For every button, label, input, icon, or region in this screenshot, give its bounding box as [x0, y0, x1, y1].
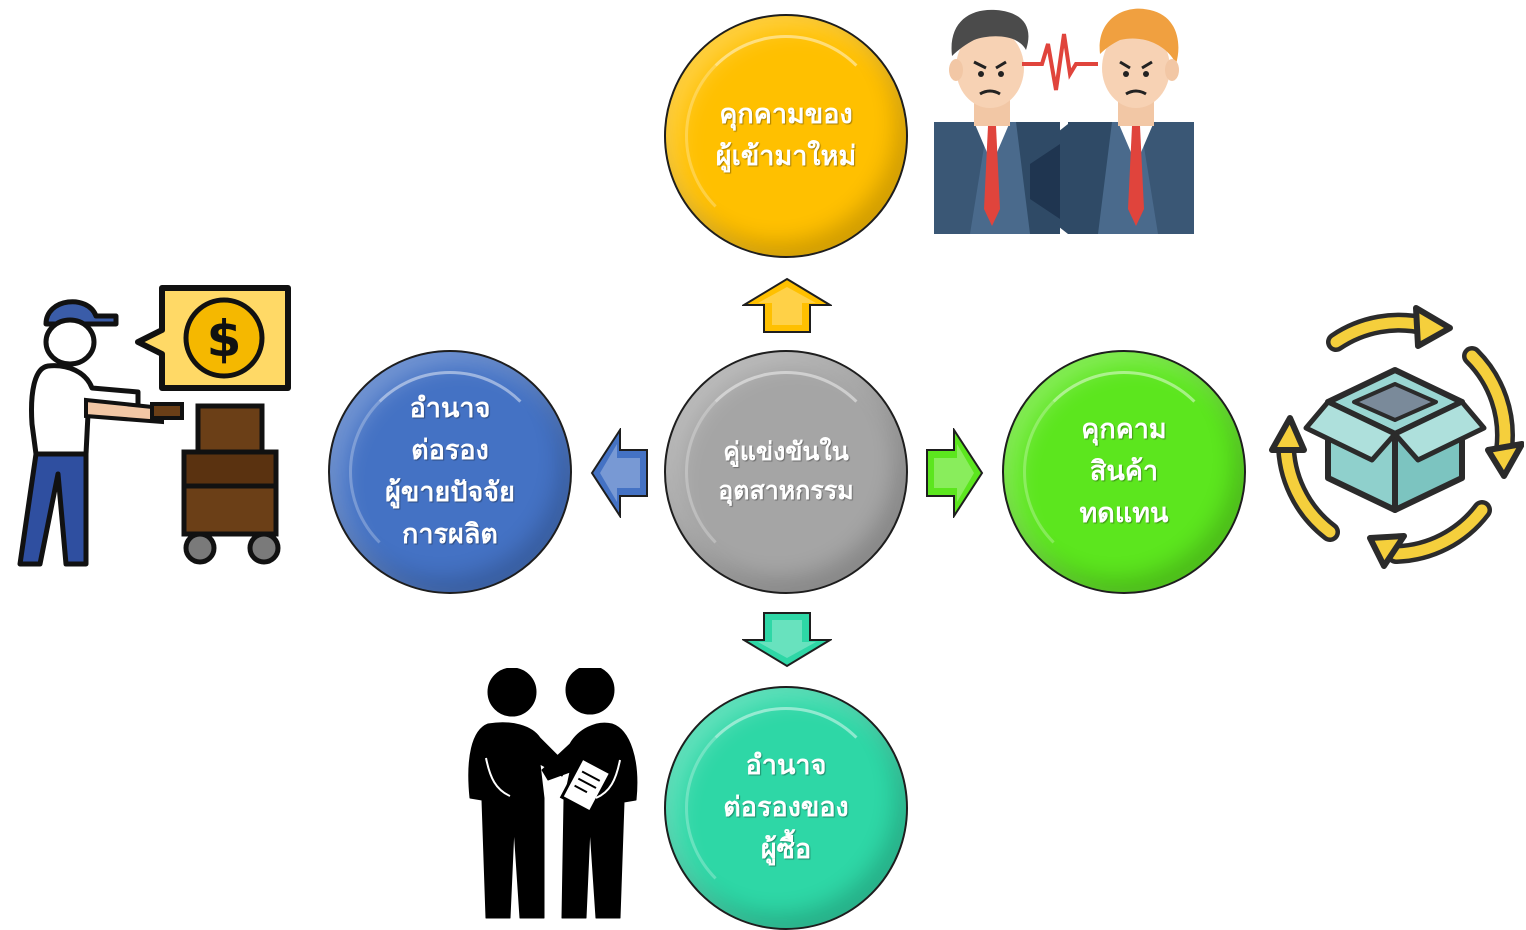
- node-industry-rivalry: คู่แข่งขันใน อุตสาหกรรม: [664, 350, 908, 594]
- node-supplier-power-line-3: ผู้ขายปัจจัย: [385, 477, 515, 508]
- node-buyer-power-line-1: อำนาจ: [745, 750, 827, 782]
- node-buyer-power: อำนาจ ต่อรองของ ผู้ซื้อ: [664, 686, 908, 930]
- arrow-left-shape: [590, 428, 648, 518]
- node-supplier-power-line-2: ต่อรอง: [411, 435, 489, 467]
- node-buyer-power-line-2: ต่อรองของ: [723, 792, 849, 824]
- arrow-down: [742, 612, 832, 668]
- arrow-right-shape: [926, 428, 984, 518]
- arrow-left: [590, 428, 648, 518]
- arrow-right: [926, 428, 984, 518]
- node-substitutes: คุกคาม สินค้า ทดแทน: [1002, 350, 1246, 594]
- competing-businessmen-icon: [934, 8, 1194, 234]
- arrow-up: [742, 277, 832, 333]
- supplier-with-cart-icon: $: [17, 285, 291, 567]
- node-substitutes-line-1: คุกคาม: [1081, 414, 1167, 446]
- node-new-entrants-line-2: ผู้เข้ามาใหม่: [715, 141, 857, 172]
- node-industry-rivalry-line-2: อุตสาหกรรม: [718, 476, 854, 505]
- node-buyer-power-line-3: ผู้ซื้อ: [760, 833, 812, 865]
- node-substitutes-line-3: ทดแทน: [1079, 497, 1169, 529]
- product-cycle-icon: [1269, 305, 1524, 569]
- svg-text:$: $: [207, 310, 242, 368]
- handshake-icon: [468, 668, 638, 919]
- arrow-up-shape: [742, 277, 832, 333]
- node-industry-rivalry-line-1: คู่แข่งขันใน: [723, 437, 849, 467]
- node-new-entrants-line-1: คุกคามของ: [719, 99, 853, 131]
- node-supplier-power: อำนาจ ต่อรอง ผู้ขายปัจจัย การผลิต: [328, 350, 572, 594]
- node-supplier-power-line-4: การผลิต: [402, 518, 498, 550]
- node-new-entrants: คุกคามของ ผู้เข้ามาใหม่: [664, 14, 908, 258]
- node-supplier-power-line-1: อำนาจ: [409, 393, 491, 425]
- arrow-down-shape: [742, 612, 832, 668]
- node-substitutes-line-2: สินค้า: [1089, 456, 1159, 488]
